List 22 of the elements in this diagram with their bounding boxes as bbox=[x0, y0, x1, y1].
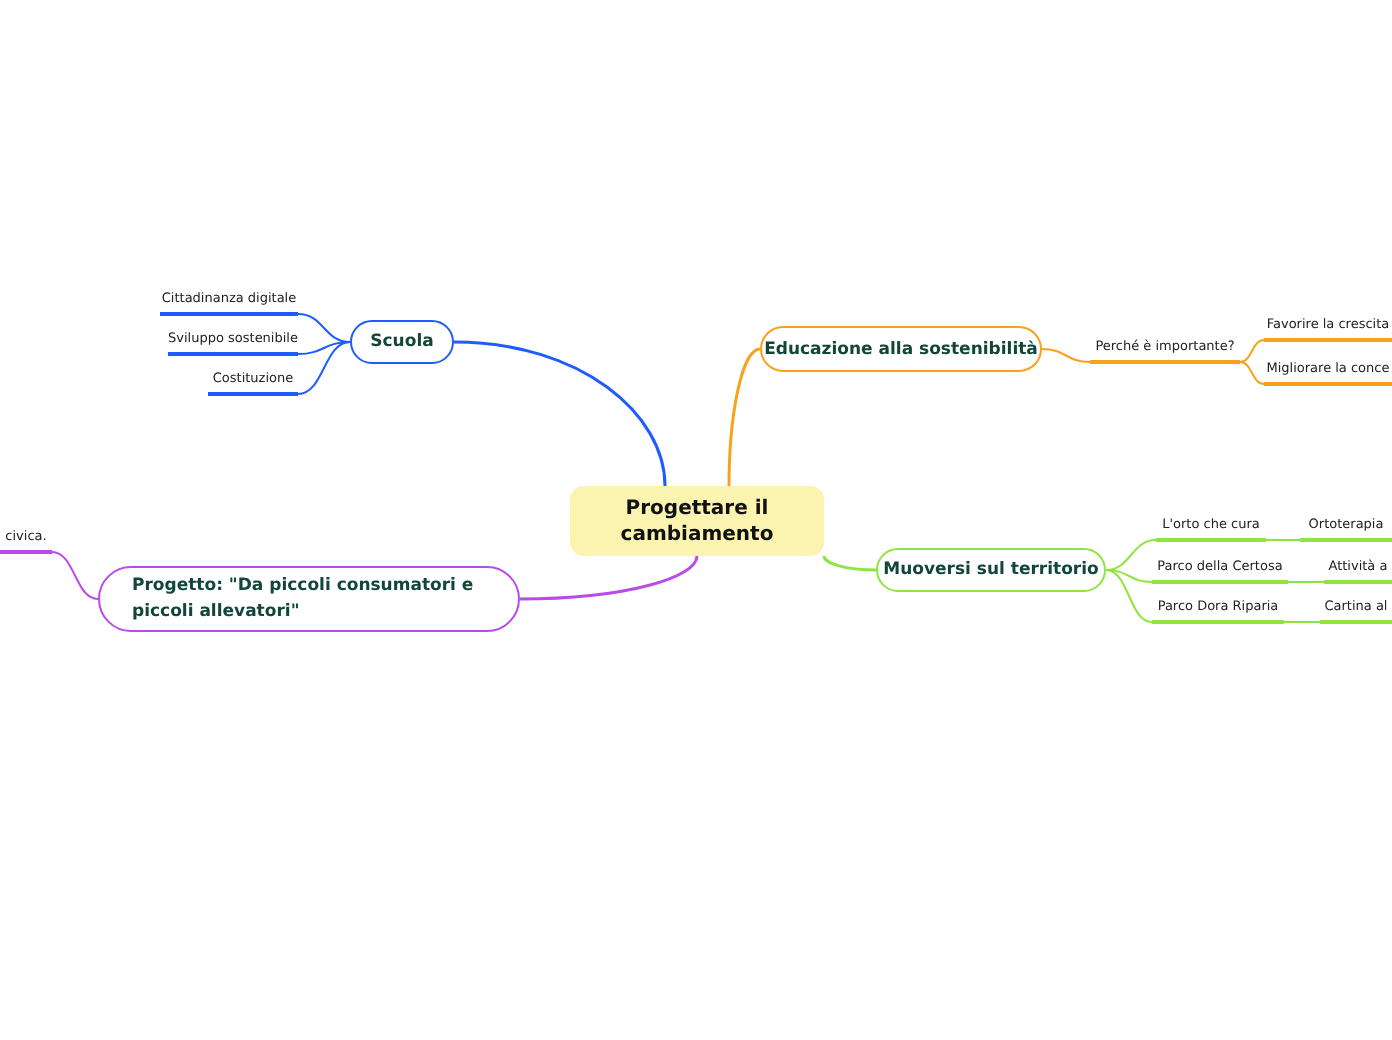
connector-line bbox=[1105, 569, 1153, 583]
connector-line bbox=[727, 347, 761, 487]
connector-line bbox=[519, 555, 699, 601]
connector-line bbox=[1239, 361, 1265, 385]
topic-box: Educazione alla sostenibilità bbox=[760, 326, 1042, 372]
connector-line bbox=[51, 551, 99, 600]
central-topic-box: Progettare il cambiamento bbox=[570, 486, 824, 556]
topic-box: Progetto: "Da piccoli consumatori e piccoli allevatori" bbox=[98, 566, 520, 632]
connector-line bbox=[1041, 348, 1091, 363]
topic-box: Muoversi sul territorio bbox=[876, 548, 1106, 592]
connector-line bbox=[1105, 569, 1153, 623]
connector-line bbox=[297, 313, 351, 343]
connector-line bbox=[1105, 539, 1157, 571]
connector-line bbox=[822, 555, 877, 572]
connector-line bbox=[453, 340, 667, 487]
connector-line bbox=[1283, 621, 1321, 623]
connector-line bbox=[1287, 581, 1325, 583]
connector-line bbox=[1265, 539, 1301, 541]
connector-line bbox=[297, 341, 351, 355]
connector-line bbox=[297, 341, 351, 395]
topic-box: Scuola bbox=[350, 320, 454, 364]
connector-line bbox=[1239, 339, 1265, 363]
